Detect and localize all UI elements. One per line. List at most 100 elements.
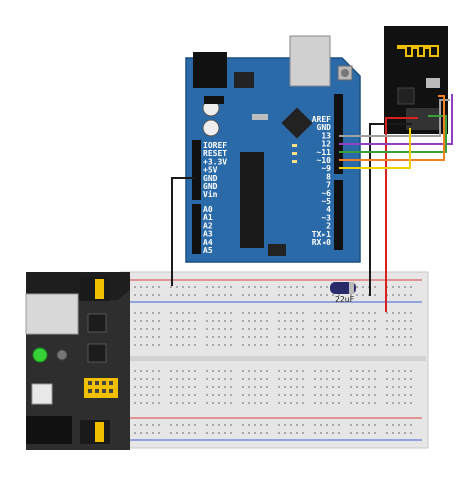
digital-pin-label-5: ~10 — [317, 156, 332, 165]
rail-hole — [356, 424, 358, 426]
breadboard-hole — [212, 328, 214, 330]
breadboard-hole — [248, 328, 250, 330]
breadboard-hole — [338, 344, 340, 346]
breadboard-hole — [356, 386, 358, 388]
rail-hole — [260, 294, 262, 296]
rail-hole — [290, 432, 292, 434]
rail-hole — [290, 286, 292, 288]
breadboard-hole — [368, 336, 370, 338]
header-pin — [88, 381, 92, 385]
breadboard-hole — [212, 344, 214, 346]
breadboard-hole — [266, 370, 268, 372]
breadboard-hole — [230, 328, 232, 330]
breadboard-hole — [194, 402, 196, 404]
analog-header — [192, 204, 201, 254]
breadboard-hole — [374, 344, 376, 346]
breadboard-hole — [356, 394, 358, 396]
power-button[interactable] — [56, 349, 68, 361]
breadboard — [119, 271, 429, 449]
rail-hole — [242, 294, 244, 296]
breadboard-hole — [362, 378, 364, 380]
breadboard-hole — [362, 370, 364, 372]
breadboard-hole — [224, 328, 226, 330]
breadboard-hole — [266, 344, 268, 346]
led-tx — [292, 152, 297, 155]
rail-hole — [374, 424, 376, 426]
breadboard-hole — [140, 386, 142, 388]
header-pin — [102, 389, 106, 393]
breadboard-hole — [278, 378, 280, 380]
breadboard-hole — [326, 370, 328, 372]
breadboard-hole — [278, 312, 280, 314]
breadboard-hole — [368, 344, 370, 346]
rail-hole — [224, 294, 226, 296]
breadboard-hole — [392, 320, 394, 322]
power-switch[interactable] — [31, 383, 53, 405]
breadboard-hole — [362, 312, 364, 314]
breadboard-hole — [374, 378, 376, 380]
breadboard-hole — [188, 336, 190, 338]
rail-hole — [254, 432, 256, 434]
antenna-trace-icon — [397, 45, 439, 57]
rail-hole — [260, 432, 262, 434]
breadboard-hole — [182, 370, 184, 372]
digital-pin-label-7: 8 — [326, 172, 331, 181]
breadboard-hole — [194, 370, 196, 372]
rail-hole — [248, 294, 250, 296]
breadboard-hole — [410, 370, 412, 372]
breadboard-hole — [218, 370, 220, 372]
power-pin-label-4: GND — [203, 174, 218, 183]
rail-hole — [218, 424, 220, 426]
breadboard-hole — [218, 386, 220, 388]
breadboard-hole — [368, 328, 370, 330]
breadboard-hole — [296, 328, 298, 330]
breadboard-hole — [260, 386, 262, 388]
breadboard-hole — [260, 378, 262, 380]
rail-hole — [134, 286, 136, 288]
breadboard-hole — [146, 378, 148, 380]
breadboard-hole — [206, 312, 208, 314]
breadboard-hole — [386, 320, 388, 322]
breadboard-hole — [326, 336, 328, 338]
capacitor-label: 22uF — [335, 295, 354, 304]
breadboard-hole — [296, 312, 298, 314]
breadboard-hole — [218, 320, 220, 322]
breadboard-hole — [230, 386, 232, 388]
breadboard-hole — [224, 378, 226, 380]
rail-hole — [314, 432, 316, 434]
rail-hole — [134, 432, 136, 434]
breadboard-hole — [146, 344, 148, 346]
breadboard-hole — [206, 378, 208, 380]
rail-hole — [158, 286, 160, 288]
breadboard-hole — [302, 386, 304, 388]
rail-hole — [218, 432, 220, 434]
breadboard-hole — [314, 344, 316, 346]
breadboard-hole — [254, 402, 256, 404]
breadboard-hole — [296, 344, 298, 346]
breadboard-hole — [140, 320, 142, 322]
power-pin-label-0: IOREF — [203, 141, 227, 150]
breadboard-hole — [410, 320, 412, 322]
breadboard-hole — [260, 320, 262, 322]
breadboard-hole — [398, 370, 400, 372]
breadboard-hole — [362, 386, 364, 388]
rail-hole — [230, 286, 232, 288]
breadboard-hole — [206, 328, 208, 330]
breadboard-hole — [170, 312, 172, 314]
rail-hole — [296, 432, 298, 434]
breadboard-hole — [302, 370, 304, 372]
breadboard-hole — [248, 344, 250, 346]
rail-hole — [206, 424, 208, 426]
breadboard-hole — [188, 312, 190, 314]
rail-hole — [146, 424, 148, 426]
breadboard-hole — [188, 320, 190, 322]
digital-pin-label-1: GND — [317, 123, 332, 132]
breadboard-hole — [188, 402, 190, 404]
breadboard-hole — [254, 378, 256, 380]
rail-hole — [182, 294, 184, 296]
breadboard-hole — [350, 402, 352, 404]
rail-hole — [266, 432, 268, 434]
rail-hole — [224, 424, 226, 426]
breadboard-hole — [170, 336, 172, 338]
